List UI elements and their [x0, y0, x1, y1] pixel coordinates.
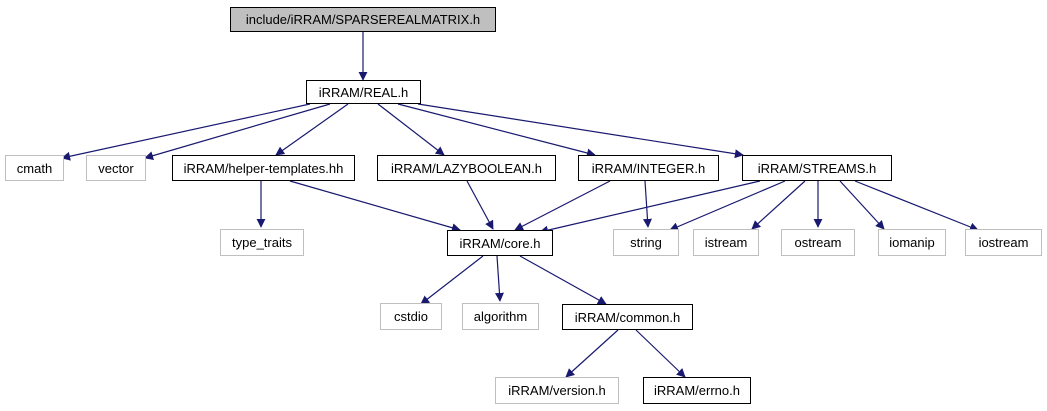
node-string: string [613, 229, 679, 256]
edge-streams-core [539, 180, 761, 235]
node-streams[interactable]: iRRAM/STREAMS.h [742, 155, 892, 181]
node-type-traits: type_traits [220, 229, 304, 256]
edge-streams-iomanip [839, 180, 885, 230]
edge-streams-string [669, 180, 786, 231]
node-helper-templates[interactable]: iRRAM/helper-templates.hh [172, 155, 355, 181]
node-common-h[interactable]: iRRAM/common.h [562, 304, 693, 330]
edge-lazyboolean-core [466, 180, 494, 230]
node-real-h[interactable]: iRRAM/REAL.h [306, 80, 421, 104]
edge-real-streams [417, 103, 744, 159]
edge-common-version [565, 329, 619, 378]
node-sparserealmatrix[interactable]: include/iRRAM/SPARSEREALMATRIX.h [230, 7, 496, 32]
edge-common-errno [635, 329, 686, 378]
edge-streams-iostream [854, 180, 979, 232]
node-lazyboolean[interactable]: iRRAM/LAZYBOOLEAN.h [377, 155, 556, 181]
edge-real-cmath [61, 103, 311, 161]
node-core-h[interactable]: iRRAM/core.h [447, 230, 553, 256]
node-vector: vector [86, 155, 146, 181]
edge-real-vector [144, 103, 331, 161]
edge-core-algorithm [494, 255, 504, 302]
node-algorithm: algorithm [462, 303, 539, 330]
edge-integer-core [514, 180, 611, 231]
node-istream: istream [693, 229, 759, 256]
edge-helper-core [289, 180, 461, 233]
edge-core-cstdio [420, 255, 484, 305]
edge-real-integer [397, 103, 596, 158]
node-cmath: cmath [5, 155, 64, 181]
edge-core-common [519, 255, 607, 305]
node-cstdio: cstdio [380, 303, 442, 330]
edge-real-lazyboolean [377, 103, 445, 156]
node-version-h: iRRAM/version.h [495, 377, 619, 404]
dependency-edges [61, 32, 979, 378]
node-ostream: ostream [781, 229, 855, 256]
edge-real-helper [275, 103, 349, 156]
edge-integer-string [642, 180, 652, 228]
node-errno-h[interactable]: iRRAM/errno.h [643, 377, 751, 404]
edge-streams-istream [751, 180, 806, 230]
node-iostream: iostream [965, 229, 1042, 256]
node-iomanip: iomanip [878, 229, 946, 256]
node-integer[interactable]: iRRAM/INTEGER.h [578, 155, 719, 181]
